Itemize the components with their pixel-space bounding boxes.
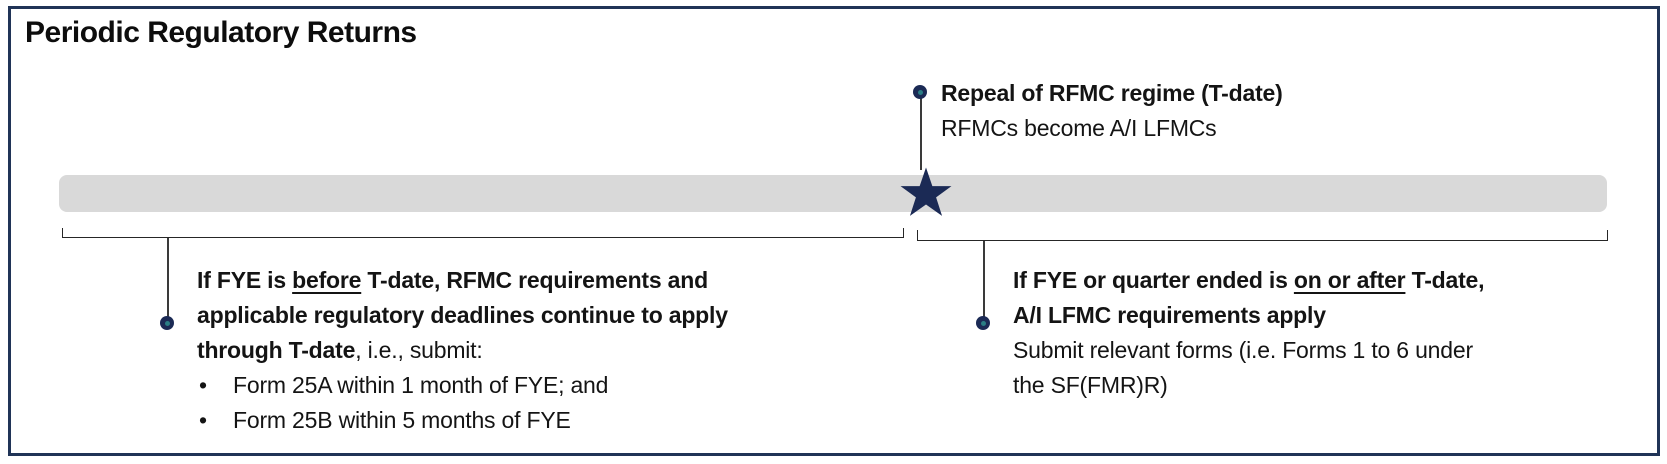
- event-note-subtitle: RFMCs become A/I LFMCs: [941, 115, 1217, 141]
- outer-frame: [8, 6, 1660, 456]
- page-title: Periodic Regulatory Returns: [25, 16, 417, 49]
- star-icon: [899, 166, 953, 218]
- left-note-text: If FYE is: [197, 267, 293, 293]
- event-connector-line: [920, 98, 922, 170]
- right-bracket: [917, 230, 1608, 241]
- right-note-line-4: the SF(FMR)R): [1013, 372, 1168, 398]
- left-note: If FYE is before T-date, RFMC requiremen…: [197, 263, 797, 438]
- right-note-text: If FYE or quarter ended is: [1013, 267, 1294, 293]
- left-note-bullet-text: Form 25A within 1 month of FYE; and: [233, 372, 609, 398]
- event-marker-icon: [913, 85, 927, 99]
- right-connector-line: [983, 241, 985, 318]
- right-note-text: T-date,: [1405, 267, 1485, 293]
- event-marker-dot-icon: [917, 89, 923, 95]
- right-note-line-2: A/I LFMC requirements apply: [1013, 302, 1326, 328]
- left-note-text: through T-date: [197, 337, 356, 363]
- left-note-bullet-item: • Form 25B within 5 months of FYE: [197, 403, 797, 438]
- bullet-icon: •: [199, 372, 207, 398]
- left-marker-icon: [160, 316, 174, 330]
- event-note: Repeal of RFMC regime (T-date) RFMCs bec…: [941, 76, 1283, 146]
- left-note-line-2: applicable regulatory deadlines continue…: [197, 302, 728, 328]
- left-note-text: T-date, RFMC requirements and: [361, 267, 708, 293]
- left-note-line-1: If FYE is before T-date, RFMC requiremen…: [197, 263, 797, 298]
- left-bracket: [62, 228, 904, 238]
- left-connector-line: [167, 238, 169, 318]
- left-note-line-3: through T-date, i.e., submit:: [197, 333, 797, 368]
- right-note: If FYE or quarter ended is on or after T…: [1013, 263, 1485, 403]
- right-note-line-3: Submit relevant forms (i.e. Forms 1 to 6…: [1013, 337, 1473, 363]
- left-note-underlined-text: before: [292, 267, 362, 293]
- event-note-title: Repeal of RFMC regime (T-date): [941, 80, 1283, 106]
- bullet-icon: •: [199, 407, 207, 433]
- timeline-bar: [59, 175, 1607, 212]
- left-note-text: , i.e., submit:: [355, 337, 483, 363]
- left-note-bullet-item: • Form 25A within 1 month of FYE; and: [197, 368, 797, 403]
- right-note-line-1: If FYE or quarter ended is on or after T…: [1013, 263, 1485, 298]
- right-marker-dot-icon: [980, 320, 986, 326]
- left-marker-dot-icon: [164, 320, 170, 326]
- left-note-bullet-text: Form 25B within 5 months of FYE: [233, 407, 571, 433]
- right-note-underlined-text: on or after: [1293, 267, 1406, 293]
- right-marker-icon: [976, 316, 990, 330]
